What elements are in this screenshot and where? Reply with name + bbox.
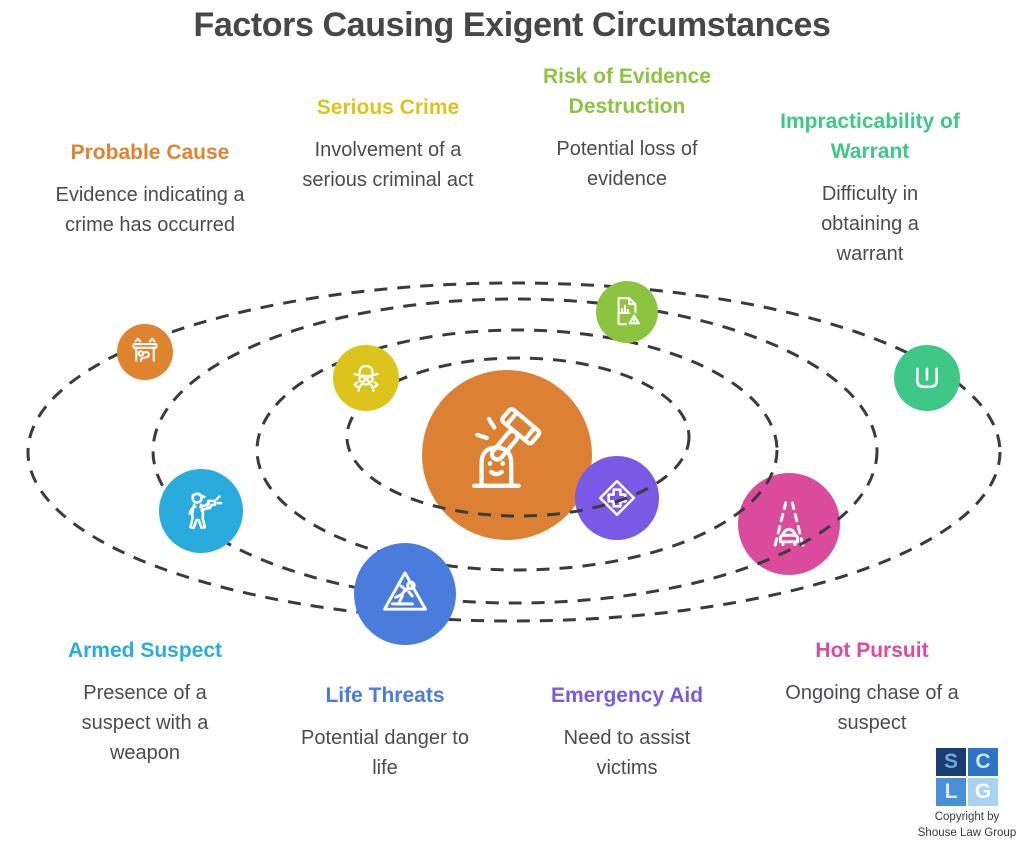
- node-hot-pursuit: [738, 473, 840, 575]
- factor-hot-pursuit: Hot Pursuit Ongoing chase of a suspect: [762, 636, 982, 738]
- node-probable-cause: [117, 324, 173, 380]
- car-chase-icon: [773, 501, 805, 547]
- node-life-threats: [354, 543, 456, 645]
- factor-evidence-destruction-description: Potential loss of evidence: [556, 138, 698, 191]
- factor-probable-cause-name: Probable Cause: [70, 141, 230, 164]
- logo-tile-s: S: [936, 748, 966, 776]
- falling-hazard-icon: [383, 571, 427, 611]
- copyright-text: Copyright by Shouse Law Group: [905, 810, 1024, 841]
- factor-armed-suspect: Armed Suspect Presence of a suspect with…: [35, 636, 255, 768]
- factor-life-threats: Life Threats Potential danger to life: [275, 681, 495, 783]
- factor-emergency-aid: Emergency Aid Need to assist victims: [517, 681, 737, 783]
- factor-armed-suspect-description: Presence of a suspect with a weapon: [81, 682, 209, 765]
- factor-impracticability-warrant-description: Difficulty in obtaining a warrant: [821, 183, 919, 266]
- factor-life-threats-description: Potential danger to life: [301, 727, 469, 780]
- page-title: Factors Causing Exigent Circumstances: [193, 6, 831, 44]
- evidence-report-icon: [617, 297, 642, 327]
- factor-life-threats-name: Life Threats: [325, 684, 445, 707]
- factor-armed-suspect-name: Armed Suspect: [67, 639, 223, 662]
- logo-tile-c: C: [968, 748, 998, 776]
- factor-serious-crime: Serious Crime Involvement of a serious c…: [278, 93, 498, 195]
- crime-scene-icon: [132, 337, 158, 362]
- factor-hot-pursuit-description: Ongoing chase of a suspect: [785, 682, 959, 735]
- factor-hot-pursuit-name: Hot Pursuit: [815, 639, 929, 662]
- factor-serious-crime-name: Serious Crime: [316, 96, 460, 119]
- factor-serious-crime-description: Involvement of a serious criminal act: [302, 139, 474, 192]
- node-serious-crime: [333, 345, 399, 411]
- factor-probable-cause-description: Evidence indicating a crime has occurred: [55, 184, 245, 237]
- medical-cross-icon: [598, 479, 636, 517]
- factor-emergency-aid-name: Emergency Aid: [550, 684, 704, 707]
- copyright-line2: Shouse Law Group: [917, 826, 1017, 839]
- copyright-line1: Copyright by: [934, 811, 1000, 823]
- node-armed-suspect: [159, 469, 243, 553]
- sclg-logo: S C L G: [936, 748, 998, 806]
- node-evidence-destruction: [596, 281, 658, 343]
- detective-icon: [353, 365, 379, 392]
- factor-impracticability-warrant-name: Impracticability of Warrant: [780, 110, 960, 164]
- factor-evidence-destruction: Risk of Evidence Destruction Potential l…: [517, 62, 737, 194]
- node-emergency-aid: [575, 456, 659, 540]
- factor-probable-cause: Probable Cause Evidence indicating a cri…: [40, 138, 260, 240]
- node-impracticability-warrant: [894, 345, 960, 411]
- factor-impracticability-warrant: Impracticability of Warrant Difficulty i…: [755, 107, 985, 269]
- factor-emergency-aid-description: Need to assist victims: [563, 727, 691, 780]
- factor-evidence-destruction-name: Risk of Evidence Destruction: [542, 65, 712, 119]
- gavel-icon: [472, 407, 542, 488]
- warrant-letter-icon: [916, 367, 938, 389]
- logo-tile-g: G: [968, 778, 998, 806]
- logo-tile-l: L: [936, 778, 966, 806]
- center-node: [422, 370, 592, 540]
- armed-person-icon: [188, 492, 223, 530]
